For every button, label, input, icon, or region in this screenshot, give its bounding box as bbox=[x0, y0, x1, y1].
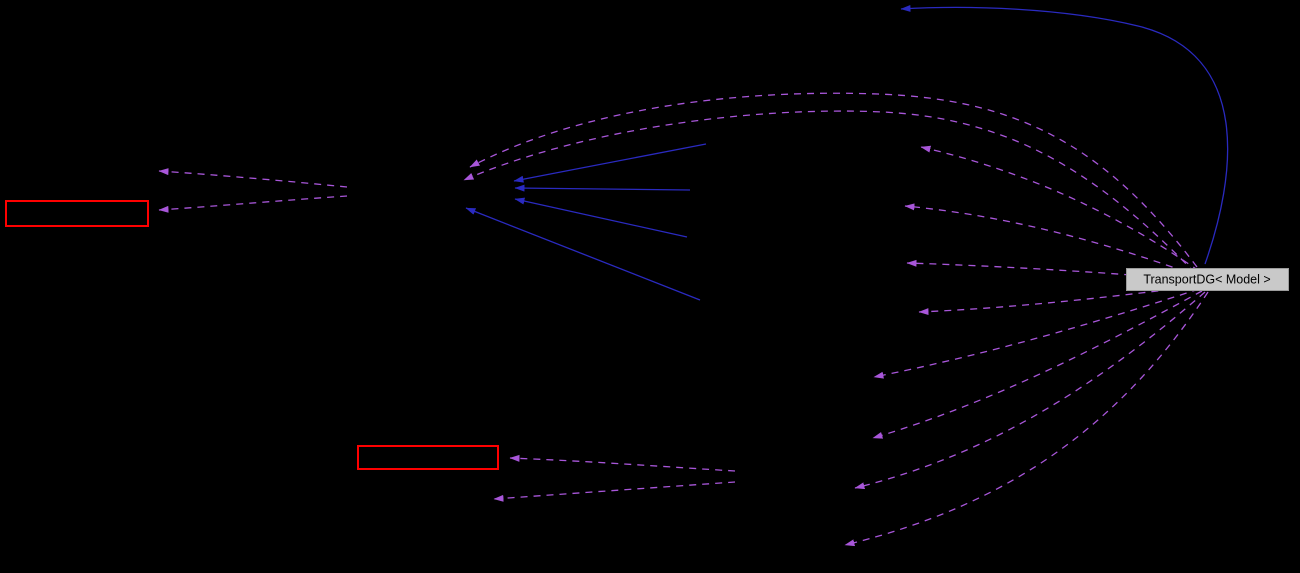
solid-edges bbox=[465, 4, 1229, 301]
edge-dashed-fan-5 bbox=[873, 288, 1200, 379]
edge-solid-1 bbox=[513, 143, 707, 183]
edge-dashed-to-leftbox-2 bbox=[158, 195, 348, 213]
node-transportdg: TransportDG< Model > bbox=[1126, 268, 1289, 291]
edge-dashed-to-bottombox-1 bbox=[509, 454, 736, 472]
edge-solid-2 bbox=[514, 184, 691, 192]
edge-dashed-to-bottombox-2 bbox=[493, 481, 736, 502]
node-transportdg-box bbox=[1126, 268, 1289, 291]
edge-solid-3 bbox=[514, 197, 688, 238]
edge-dashed-to-leftbox-1 bbox=[158, 168, 348, 188]
nodes: TransportDG< Model > bbox=[5, 200, 1289, 470]
node-truncated-red-1[interactable] bbox=[5, 200, 149, 227]
edge-dashed-fan-2 bbox=[904, 203, 1198, 277]
edge-dashed-fan-8 bbox=[844, 291, 1209, 547]
edge-dashed-fan-1 bbox=[920, 145, 1200, 272]
edge-solid-top-curve bbox=[900, 4, 1229, 265]
edge-dashed-fan-3 bbox=[906, 259, 1197, 281]
edge-dashed-long-top-2 bbox=[463, 110, 1196, 274]
dashed-edges bbox=[158, 92, 1209, 547]
edge-dashed-fan-7 bbox=[854, 291, 1206, 490]
edge-dashed-fan-6 bbox=[872, 290, 1203, 439]
node-transportdg-label: TransportDG< Model > bbox=[1143, 273, 1270, 287]
edge-solid-4 bbox=[465, 207, 701, 301]
edge-dashed-long-top-1 bbox=[469, 92, 1198, 268]
node-truncated-red-2[interactable] bbox=[357, 445, 499, 470]
